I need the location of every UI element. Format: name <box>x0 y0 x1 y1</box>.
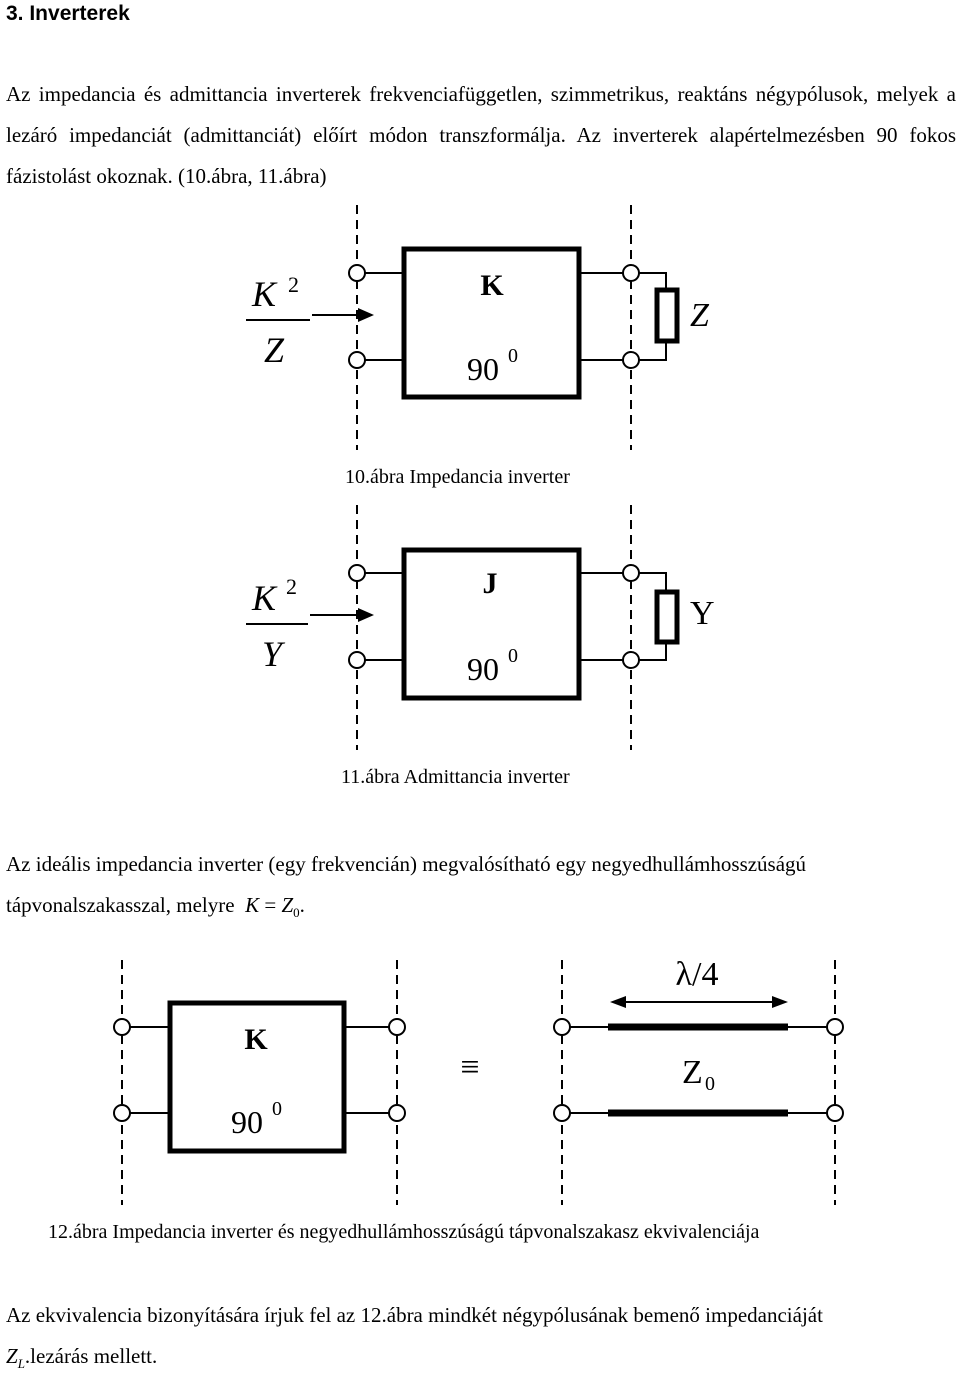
equation-rhs-subscript: 0 <box>293 905 300 921</box>
line-out-terminal-top <box>826 1018 844 1036</box>
equation-sign: = <box>264 893 277 917</box>
fraction-denominator: Y <box>262 634 286 674</box>
input-terminal-top <box>348 264 366 282</box>
equation-lhs: K <box>245 893 260 917</box>
proof-line-1: Az ekvivalencia bizonyítására írjuk fel … <box>6 1303 823 1327</box>
load-impedance-symbol: Z <box>6 1344 18 1368</box>
quarter-wavelength-label: λ/4 <box>676 956 719 993</box>
line-in-terminal-top <box>553 1018 571 1036</box>
input-arrow-head <box>358 308 374 322</box>
inverter-parameter: K <box>244 1023 268 1056</box>
figure-11-admittance-inverter: K 2 Y J 90 0 Y <box>246 505 715 750</box>
load-label: Y <box>690 595 715 632</box>
inverter-parameter: J <box>483 567 498 600</box>
figure-12-caption: 12.ábra Impedancia inverter és negyedhul… <box>48 1221 760 1243</box>
fraction-denominator: Z <box>264 330 285 370</box>
fraction-exponent: 2 <box>288 272 299 297</box>
output-terminal-bottom <box>622 351 640 369</box>
load-impedance <box>654 287 680 344</box>
inverter-parameter: K <box>480 269 504 302</box>
equation-rhs: Z <box>281 893 294 917</box>
load-admittance <box>654 589 680 645</box>
load-wire-top <box>639 272 667 290</box>
fraction-exponent: 2 <box>286 574 297 599</box>
output-terminal-top <box>622 564 640 582</box>
inverter-in-terminal-bottom <box>113 1104 131 1122</box>
inverter-out-terminal-top <box>388 1018 406 1036</box>
length-arrow-right-head <box>772 996 788 1008</box>
characteristic-impedance-subscript: 0 <box>705 1073 715 1095</box>
length-arrow-left-head <box>610 996 626 1008</box>
inverter-box <box>167 1000 347 1154</box>
load-wire-bottom <box>639 642 667 661</box>
proof-paragraph: Az ekvivalencia bizonyítására írjuk fel … <box>6 1295 956 1384</box>
phase-shift-value: 90 <box>467 651 499 687</box>
output-terminal-bottom <box>622 651 640 669</box>
phase-shift-value: 90 <box>231 1104 263 1140</box>
figure-12-equivalence: K 90 0 ≡ λ/4 Z 0 <box>113 956 844 1205</box>
realization-paragraph: Az ideális impedancia inverter (egy frek… <box>6 844 956 933</box>
phase-shift-degree: 0 <box>508 345 518 367</box>
input-arrow-head <box>358 608 374 622</box>
fraction-numerator: K <box>251 578 278 618</box>
fraction-numerator: K <box>251 274 278 314</box>
equation-end: . <box>299 893 305 917</box>
phase-shift-value: 90 <box>467 351 499 387</box>
line-out-terminal-bottom <box>826 1104 844 1122</box>
load-label: Z <box>690 297 710 334</box>
output-terminal-top <box>622 264 640 282</box>
figure-10-impedance-inverter: K 2 Z K 90 0 Z <box>246 205 710 450</box>
figure-10-caption: 10.ábra Impedancia inverter <box>345 466 570 488</box>
realization-line-1: Az ideális impedancia inverter (egy frek… <box>6 852 807 876</box>
line-in-terminal-bottom <box>553 1104 571 1122</box>
section-heading: 3. Inverterek <box>6 2 130 25</box>
figure-11-caption: 11.ábra Admittancia inverter <box>341 766 570 788</box>
realization-line-2: tápvonalszakasszal, melyre <box>6 893 235 917</box>
equivalence-symbol: ≡ <box>460 1049 479 1086</box>
intro-paragraph: Az impedancia és admittancia inverterek … <box>6 82 956 188</box>
inverter-out-terminal-bottom <box>388 1104 406 1122</box>
characteristic-impedance-label: Z <box>682 1054 703 1091</box>
inverter-box <box>401 246 582 400</box>
load-impedance-subscript: L <box>17 1356 25 1372</box>
input-terminal-top <box>348 564 366 582</box>
load-wire-bottom <box>639 341 667 361</box>
input-terminal-bottom <box>348 351 366 369</box>
phase-shift-degree: 0 <box>508 645 518 667</box>
input-terminal-bottom <box>348 651 366 669</box>
inverter-in-terminal-top <box>113 1018 131 1036</box>
inverter-box <box>401 547 582 701</box>
phase-shift-degree: 0 <box>272 1098 282 1120</box>
proof-line-2: .lezárás mellett. <box>24 1344 158 1368</box>
load-wire-top <box>639 572 667 592</box>
